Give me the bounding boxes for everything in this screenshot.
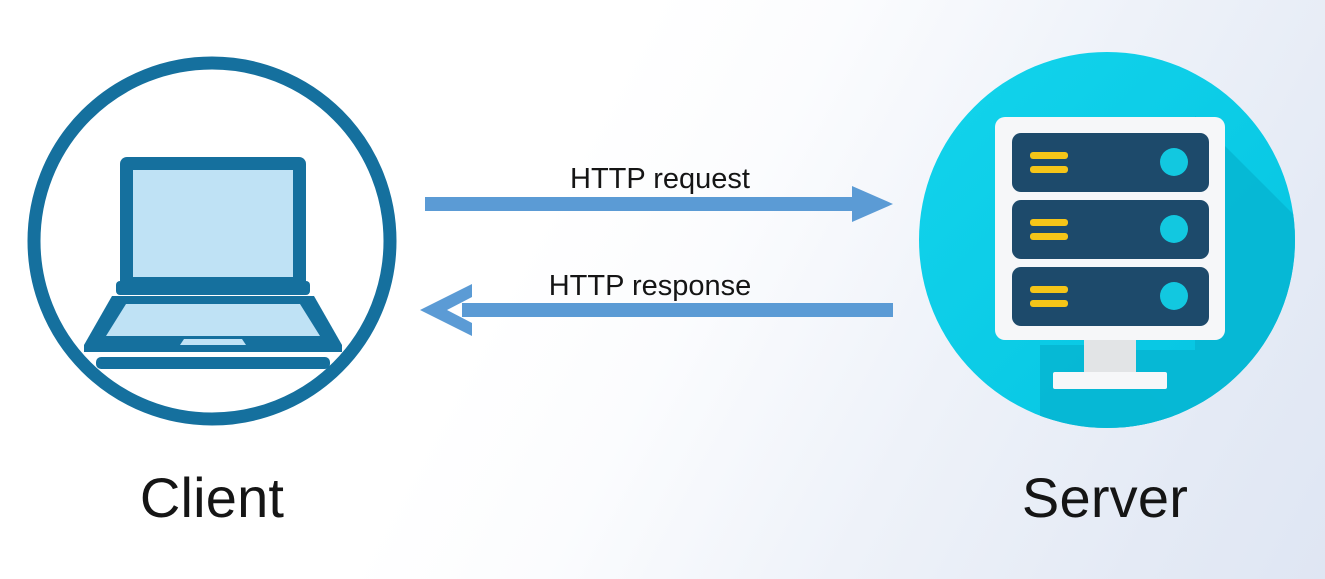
- http-request-arrow[interactable]: [425, 186, 893, 222]
- http-request-label: HTTP request: [570, 163, 750, 195]
- http-response-label: HTTP response: [548, 270, 752, 302]
- client-node[interactable]: [27, 56, 397, 426]
- server-node[interactable]: [919, 52, 1325, 472]
- client-node-label: Client: [139, 466, 285, 529]
- laptop-icon: [84, 157, 342, 369]
- server-rack-icon: [995, 117, 1225, 389]
- http-response-arrow[interactable]: [420, 284, 893, 336]
- server-node-label: Server: [1021, 466, 1189, 529]
